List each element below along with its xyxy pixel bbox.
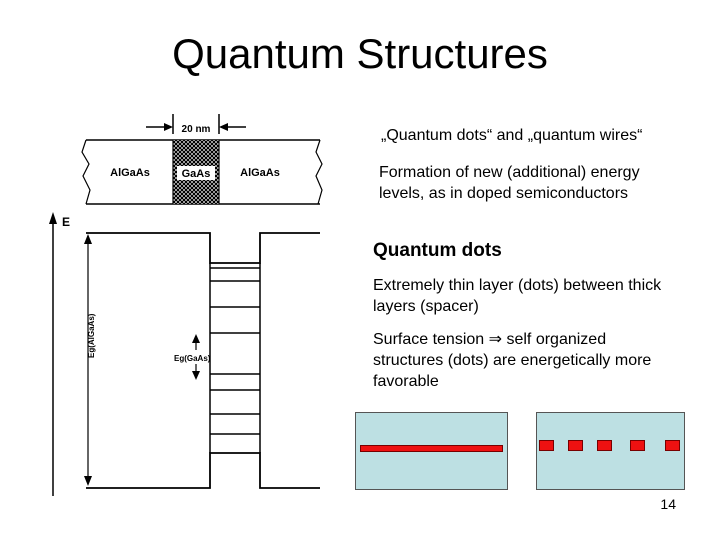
page-number: 14: [660, 496, 676, 512]
gap-large-label: Eg(AlGaAs): [87, 313, 96, 358]
dot: [630, 440, 645, 451]
page-title: Quantum Structures: [172, 30, 548, 77]
layer-label-left: AlGaAs: [110, 167, 150, 179]
text-thin-layer: Extremely thin layer (dots) between thic…: [373, 277, 662, 315]
dot: [539, 440, 554, 451]
layer-label-middle: GaAs: [182, 168, 211, 180]
energy-axis-label: E: [62, 215, 70, 229]
width-label: 20 nm: [182, 124, 211, 135]
band-diagram: 20 nm AlGaAs GaAs AlGaAs E Eg(AlGaAs: [49, 114, 323, 496]
text-new-energy-levels: Formation of new (additional) energy lev…: [379, 164, 640, 202]
gap-small-label: Eg(GaAs): [174, 354, 211, 363]
layer-label-right: AlGaAs: [240, 167, 280, 179]
text-quantum-dots-wires: „Quantum dots“ and „quantum wires“: [381, 127, 643, 144]
continuous-layer: [360, 445, 503, 452]
dot: [665, 440, 680, 451]
section-heading: Quantum dots: [373, 240, 502, 261]
quantum-wire-illustration: [355, 412, 508, 490]
dot: [568, 440, 583, 451]
dot: [597, 440, 612, 451]
quantum-dots-illustration: [536, 412, 685, 490]
text-surface-tension: Surface tension ⇒ self organized structu…: [373, 331, 652, 390]
